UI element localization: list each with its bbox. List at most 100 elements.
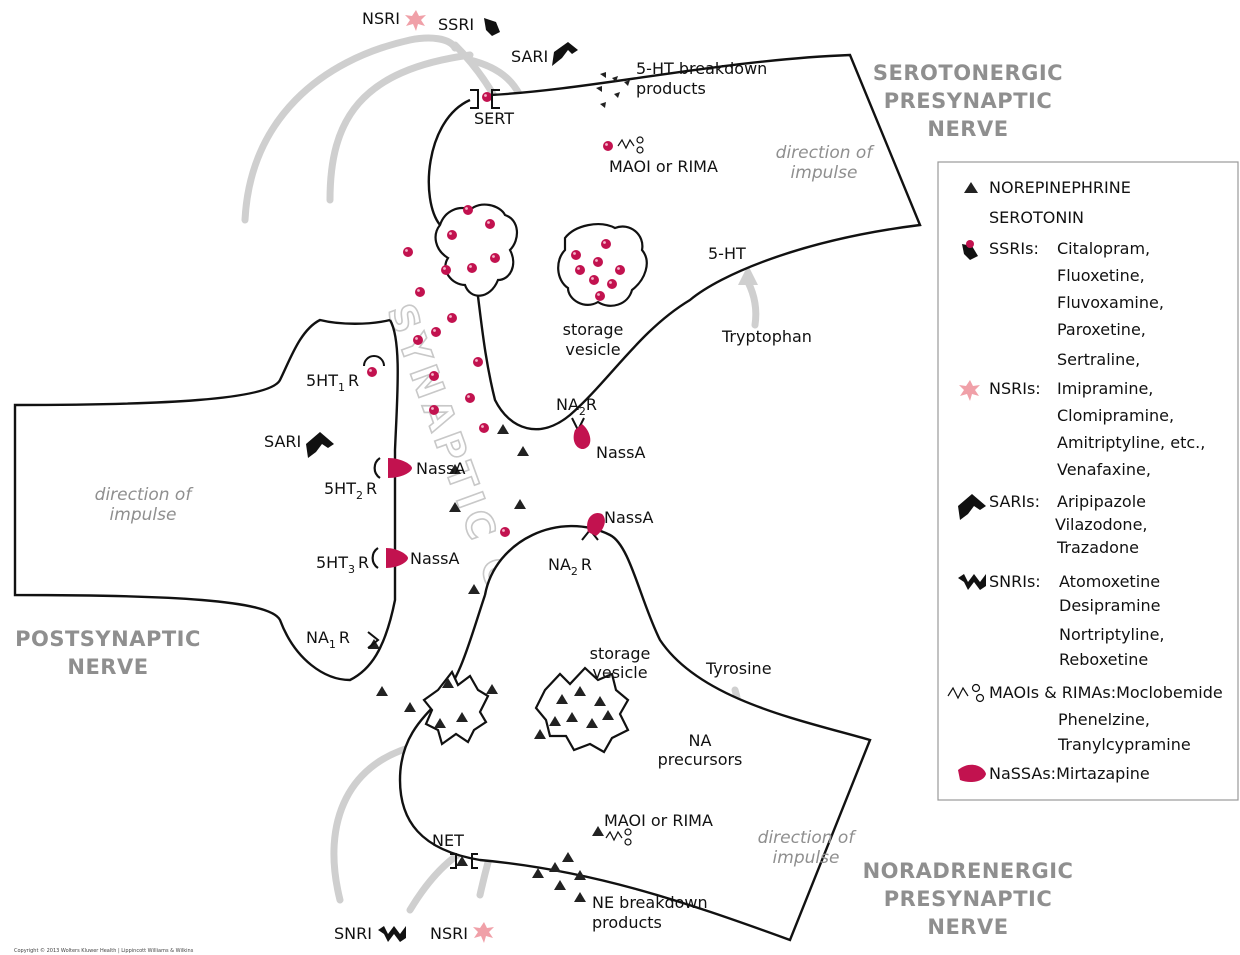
norepinephrine-legend-icon xyxy=(964,182,978,193)
storage-vesicle-label-bottom-2: vesicle xyxy=(592,663,647,682)
storage-vesicle-label-top-1: storage xyxy=(563,320,624,339)
legend-maoi-drug: Phenelzine, xyxy=(1058,710,1150,729)
copyright-notice: Copyright © 2013 Wolters Kluwer Health |… xyxy=(14,947,194,954)
direction-label-left-1: direction of xyxy=(95,485,195,505)
nassa-label-post-1: NassA xyxy=(416,459,465,478)
legend-snri-drug: Reboxetine xyxy=(1059,650,1148,669)
net-transporter xyxy=(450,853,478,869)
postsynaptic-heading-line2: NERVE xyxy=(67,655,148,679)
sert-transporter xyxy=(470,89,500,109)
legend-maois-class: MAOIs & RIMAs:Moclobemide xyxy=(989,683,1223,702)
receptor-na1 xyxy=(367,631,380,649)
legend-nsri-drug: Venafaxine, xyxy=(1057,460,1151,479)
sert-label: SERT xyxy=(474,109,514,128)
net-label: NET xyxy=(432,831,464,850)
na-precursors-label-2: precursors xyxy=(658,750,743,769)
sari-label-top: SARI xyxy=(511,47,548,66)
receptor-5ht1 xyxy=(363,355,385,367)
serotonergic-heading-line2: PRESYNAPTIC xyxy=(884,89,1053,113)
postsynaptic-nerve xyxy=(13,318,399,682)
receptor-na2-bottom xyxy=(581,512,605,541)
legend-sari-drug: Trazadone xyxy=(1056,538,1139,557)
ne-breakdown-label-2: products xyxy=(592,913,662,932)
legend-ssri-drug: Citalopram, xyxy=(1057,239,1150,258)
tyrosine-label: Tyrosine xyxy=(705,659,772,678)
legend-sari-drug: Aripipazole xyxy=(1057,492,1146,511)
sari-legend-icon xyxy=(958,494,986,520)
nsri-label-top: NSRI xyxy=(362,9,400,28)
receptor-5ht2 xyxy=(373,457,412,479)
ssri-label-top: SSRI xyxy=(438,15,474,34)
legend-ssri-drug: Paroxetine, xyxy=(1057,320,1146,339)
storage-vesicle-label-top-2: vesicle xyxy=(565,340,620,359)
legend-ssri-drug: Fluvoxamine, xyxy=(1057,293,1164,312)
nsri-star-icon-top xyxy=(405,10,426,31)
maoi-legend-icon xyxy=(947,683,985,703)
nsri-label-bottom: NSRI xyxy=(430,924,468,943)
legend-norepinephrine: NOREPINEPHRINE xyxy=(989,178,1131,197)
sari-icon-post xyxy=(306,432,334,458)
legend-ssri-drug: Fluoxetine, xyxy=(1057,266,1145,285)
nassa-label-post-2: NassA xyxy=(410,549,459,568)
ht-breakdown-label-2: products xyxy=(636,79,706,98)
noradrenergic-heading-line1: NORADRENERGIC xyxy=(863,859,1074,883)
legend-snri-drug: Desipramine xyxy=(1059,596,1161,615)
snri-icon-bottom xyxy=(378,926,406,942)
legend-snris-class: SNRIs: xyxy=(989,572,1041,591)
legend-nsri-drug: Amitriptyline, etc., xyxy=(1057,433,1205,452)
ht-breakdown-label-1: 5-HT breakdown xyxy=(636,59,767,78)
legend-maoi-drug: Tranylcypramine xyxy=(1057,735,1191,754)
direction-label-top-1: direction of xyxy=(776,143,876,163)
direction-label-bottom-1: direction of xyxy=(758,828,858,848)
snri-label-bottom: SNRI xyxy=(334,924,372,943)
legend-nsri-drug: Imipramine, xyxy=(1057,379,1153,398)
legend-nassas-class: NaSSAs:Mirtazapine xyxy=(989,764,1150,783)
direction-label-bottom-2: impulse xyxy=(773,848,840,868)
ht-label: 5-HT xyxy=(708,244,746,263)
ne-storage-vesicle xyxy=(534,666,630,754)
legend-ssris-class: SSRIs: xyxy=(989,239,1039,258)
legend-ssri-drug: Sertraline, xyxy=(1057,350,1140,369)
ht-breakdown-products xyxy=(596,72,630,108)
maoi-icon-top xyxy=(617,136,644,154)
legend-saris-class: SARIs: xyxy=(989,492,1040,511)
legend-nsri-drug: Clomipramine, xyxy=(1057,406,1174,425)
direction-label-top-2: impulse xyxy=(791,163,858,183)
top-exocytosis-bulge xyxy=(434,203,518,297)
nassa-legend-icon xyxy=(958,764,986,782)
receptor-na2-top xyxy=(571,417,591,450)
serotonin-storage-vesicle xyxy=(557,223,648,307)
maoi-label-top: MAOI or RIMA xyxy=(609,157,718,176)
receptor-5ht3 xyxy=(371,547,408,569)
ssri-legend-icon xyxy=(962,240,978,260)
snri-legend-icon xyxy=(958,574,986,590)
legend-snri-drug: Nortriptyline, xyxy=(1059,625,1165,644)
direction-label-left-2: impulse xyxy=(110,505,177,525)
tryptophan-label: Tryptophan xyxy=(721,327,812,346)
legend-sari-drug: Vilazodone, xyxy=(1055,515,1148,534)
storage-vesicle-label-bottom-1: storage xyxy=(590,644,651,663)
noradrenergic-heading-line2: PRESYNAPTIC xyxy=(884,887,1053,911)
legend: NOREPINEPHRINE SEROTONIN SSRIs: Citalopr… xyxy=(937,161,1239,801)
legend-nsris-class: NSRIs: xyxy=(989,379,1041,398)
na-precursors-label-1: NA xyxy=(689,731,712,750)
sari-icon-top xyxy=(552,42,578,66)
nsri-legend-icon xyxy=(959,380,980,401)
noradrenergic-presynaptic-nerve xyxy=(398,525,872,942)
maoi-label-bottom: MAOI or RIMA xyxy=(604,811,713,830)
legend-serotonin: SEROTONIN xyxy=(989,208,1084,227)
serotonergic-heading-line1: SEROTONERGIC xyxy=(873,61,1063,85)
nassa-label-bottom: NassA xyxy=(604,508,653,527)
legend-box xyxy=(937,161,1239,801)
ssri-icon-top xyxy=(484,18,500,36)
legend-snri-drug: Atomoxetine xyxy=(1059,572,1160,591)
maoi-icon-bottom xyxy=(605,828,632,846)
postsynaptic-heading-line1: POSTSYNAPTIC xyxy=(15,627,201,651)
nsri-star-icon-bottom xyxy=(473,922,494,943)
